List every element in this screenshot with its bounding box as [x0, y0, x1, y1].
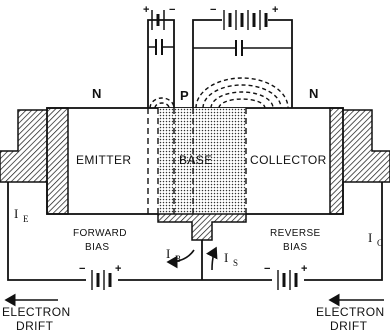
emitter-label: EMITTER — [76, 153, 131, 167]
emitter-current-label: I E — [14, 206, 29, 224]
p-type-label: P — [180, 88, 189, 103]
forward-bias-label: BIAS — [85, 242, 109, 253]
collector-contact — [329, 107, 390, 215]
base-current-label: I B — [166, 246, 181, 264]
forward-bias-label: FORWARD — [73, 228, 127, 239]
base-current-arrow — [166, 249, 195, 269]
base-contact — [157, 213, 247, 241]
base-region — [158, 108, 246, 214]
svg-text:B: B — [175, 254, 181, 264]
reverse-bias-battery-top: − + — [192, 4, 293, 108]
forward-bias-battery-bottom: − + — [79, 263, 121, 292]
battery-minus-sign: − — [169, 4, 175, 16]
source-current-label: I S — [224, 250, 238, 268]
svg-text:S: S — [233, 258, 238, 268]
battery-minus-sign: − — [79, 263, 85, 275]
n-type-label-right: N — [309, 86, 319, 101]
svg-text:I: I — [14, 206, 18, 221]
battery-plus-sign: + — [143, 4, 149, 16]
depletion-field-arcs — [149, 77, 289, 109]
svg-text:I: I — [166, 246, 170, 261]
collector-label: COLLECTOR — [250, 153, 327, 167]
emitter-contact — [0, 107, 69, 215]
semiconductor-bar — [0, 107, 390, 241]
collector-current-label: I C — [368, 230, 383, 248]
svg-text:I: I — [224, 250, 228, 265]
battery-minus-sign: − — [264, 263, 270, 275]
n-type-label-left: N — [92, 86, 102, 101]
reverse-bias-battery-bottom: − + — [264, 263, 307, 292]
battery-plus-sign: + — [115, 263, 121, 275]
electron-drift-label-left: DRIFT — [16, 319, 54, 333]
electron-drift-label-right: ELECTRON — [316, 305, 385, 319]
reverse-bias-label: REVERSE — [270, 228, 321, 239]
svg-text:E: E — [23, 214, 29, 224]
svg-text:C: C — [377, 238, 383, 248]
base-label: BASE — [179, 153, 213, 167]
electron-drift-label-right: DRIFT — [330, 319, 368, 333]
svg-text:I: I — [368, 230, 372, 245]
bottom-circuit — [7, 182, 383, 281]
battery-plus-sign: + — [301, 263, 307, 275]
source-current-arrow — [205, 246, 218, 271]
battery-minus-sign: − — [210, 4, 216, 16]
reverse-bias-label: BIAS — [283, 242, 307, 253]
battery-plus-sign: + — [272, 4, 278, 16]
electron-drift-label-left: ELECTRON — [2, 305, 71, 319]
forward-bias-battery-top: + − — [143, 4, 175, 108]
